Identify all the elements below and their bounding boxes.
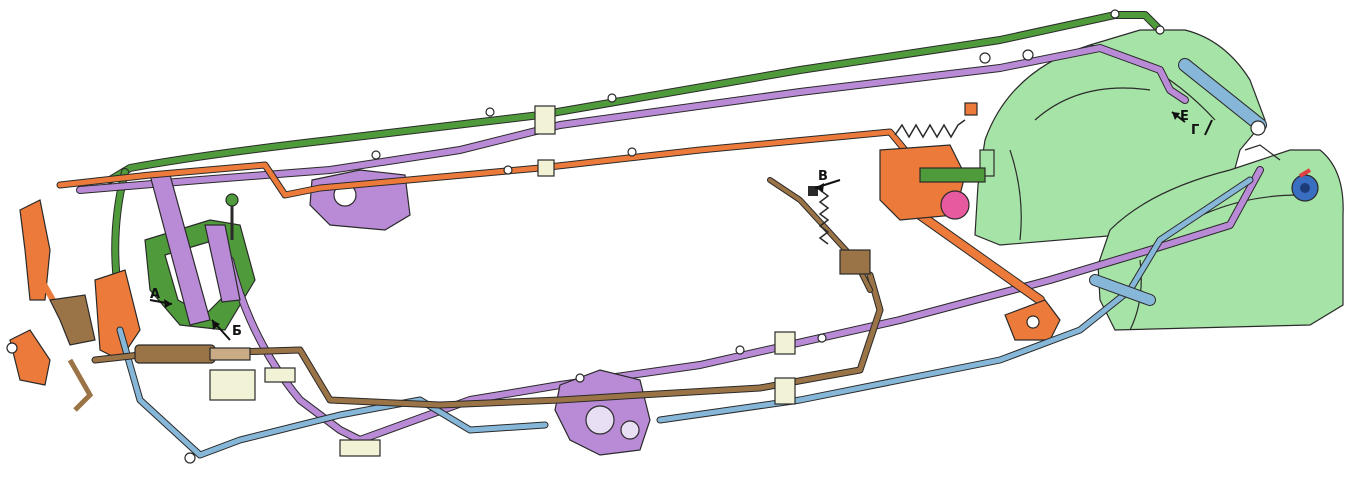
- brown-lever-mid: [767, 177, 873, 293]
- label-g: Г: [1191, 123, 1199, 138]
- connector-blocks: [209, 105, 796, 457]
- blue-rod-lower: [116, 176, 1254, 459]
- label-b: Б: [232, 324, 242, 339]
- blue-cross-shaft: [1089, 58, 1267, 306]
- bearing-cap: [1291, 168, 1319, 202]
- label-e: Е: [1180, 109, 1189, 124]
- arrow-a: [149, 299, 173, 308]
- orange-bearing-block: [1004, 299, 1061, 341]
- orange-cylinder-assembly: [879, 144, 986, 221]
- orange-rod-upper: [56, 128, 909, 199]
- springs: [808, 102, 978, 245]
- violet-rod-lower: [226, 166, 1264, 444]
- brown-cylinder: [134, 344, 251, 364]
- arrow-b: [211, 319, 231, 341]
- violet-rod-upper: [76, 44, 1189, 194]
- violet-valve-body: [554, 369, 651, 456]
- label-v: В: [818, 169, 828, 184]
- joints: [6, 9, 1266, 464]
- label-a: А: [150, 287, 160, 302]
- arrow-v: [814, 179, 841, 192]
- orange-diagonal-shaft: [915, 210, 1045, 305]
- orange-pedal-assembly: [9, 199, 141, 386]
- brown-pedal-link: [49, 294, 96, 412]
- arrow-e-g: [1171, 111, 1213, 136]
